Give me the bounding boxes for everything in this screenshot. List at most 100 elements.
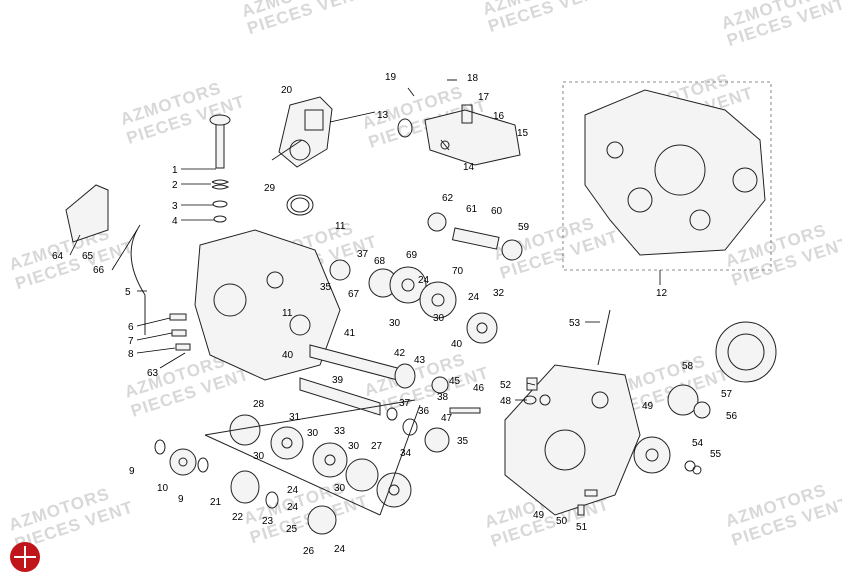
callout-35b: 35: [457, 436, 469, 447]
callout-70: 70: [452, 266, 464, 277]
callout-47: 47: [441, 413, 453, 424]
callout-30e: 30: [348, 441, 360, 452]
callout-67: 67: [348, 289, 360, 300]
callout-10: 10: [157, 483, 169, 494]
callout-58: 58: [682, 361, 694, 372]
part-washer-4: [213, 215, 227, 223]
callout-42: 42: [394, 348, 406, 359]
callout-30c: 30: [307, 428, 319, 439]
callout-68: 68: [374, 256, 386, 267]
leader: [329, 111, 376, 123]
part-clutch: [633, 321, 777, 475]
callout-5: 5: [125, 287, 131, 298]
callout-31: 31: [289, 412, 301, 423]
part-gears-upper: [329, 259, 498, 344]
callout-48: 48: [500, 396, 512, 407]
watermark: AZMOTORS PIECES VENT: [719, 0, 842, 50]
callout-32: 32: [493, 288, 505, 299]
callout-55: 55: [710, 449, 722, 460]
callout-57: 57: [721, 389, 733, 400]
callout-29: 29: [264, 183, 276, 194]
part-clamp-29: [286, 194, 314, 216]
callout-37b: 37: [399, 398, 411, 409]
callout-36: 36: [418, 406, 430, 417]
callout-11: 11: [335, 221, 346, 232]
callout-6: 6: [128, 322, 134, 333]
part-spring-2: [211, 179, 230, 190]
callout-52: 52: [500, 380, 512, 391]
callout-17: 17: [478, 92, 490, 103]
callout-53: 53: [569, 318, 581, 329]
watermark: AZMOTORS PIECES VENT: [723, 480, 842, 550]
callout-64: 64: [52, 251, 64, 262]
part-washer-3: [212, 200, 228, 208]
callout-15: 15: [517, 128, 529, 139]
callout-27: 27: [371, 441, 383, 452]
callout-11b: 11: [282, 308, 293, 319]
callout-21: 21: [210, 497, 222, 508]
callout-35a: 35: [320, 282, 332, 293]
callouts: 1 2 3 4 5 6 7 8 9 9 10 11 11 12 13 14 15…: [52, 72, 738, 557]
part-stud-53: [597, 309, 611, 366]
callout-51: 51: [576, 522, 588, 533]
callout-30f: 30: [334, 483, 346, 494]
part-shaft-1: [209, 114, 231, 169]
callout-25: 25: [286, 524, 298, 535]
callout-19: 19: [385, 72, 397, 83]
part-bearings: [386, 376, 450, 453]
brand-logo: [10, 542, 40, 572]
part-shaft-61: [427, 212, 523, 261]
callout-49b: 49: [533, 510, 545, 521]
callout-41: 41: [344, 328, 356, 339]
callout-49a: 49: [642, 401, 654, 412]
part-shaft-39: [299, 377, 381, 416]
callout-24c: 24: [334, 544, 346, 555]
part-intake-13-18: [397, 79, 521, 166]
part-crankcase-12: [584, 89, 766, 256]
callout-30d: 30: [253, 451, 265, 462]
callout-24a: 24: [287, 485, 299, 496]
callout-56: 56: [726, 411, 738, 422]
callout-30b: 30: [433, 313, 445, 324]
watermark: AZMOTORS PIECES VENT: [480, 0, 609, 36]
part-gears-lower: [229, 414, 412, 535]
part-rod-66: [130, 224, 146, 335]
part-sprocket-10: [154, 439, 209, 476]
callout-18: 18: [467, 73, 479, 84]
callout-30a: 30: [389, 318, 401, 329]
callout-9: 9: [129, 466, 135, 477]
callout-20: 20: [281, 85, 293, 96]
callout-40a: 40: [282, 350, 294, 361]
callout-12: 12: [656, 288, 668, 299]
callout-8: 8: [128, 349, 134, 360]
callout-50: 50: [556, 516, 568, 527]
callout-2: 2: [172, 180, 178, 191]
callout-54: 54: [692, 438, 704, 449]
leader-lines: [69, 168, 661, 401]
callout-24b: 24: [287, 502, 299, 513]
callout-28: 28: [253, 399, 265, 410]
callout-46: 46: [473, 383, 485, 394]
shaft-plane-lines: [204, 399, 421, 516]
callout-26: 26: [303, 546, 315, 557]
callout-40b: 40: [451, 339, 463, 350]
callout-43: 43: [414, 355, 426, 366]
part-bolt-46: [449, 407, 481, 414]
part-hub-21: [230, 470, 279, 509]
callout-1: 1: [172, 165, 178, 176]
callout-60: 60: [491, 206, 503, 217]
crankcase-box: [562, 81, 772, 271]
callout-59: 59: [518, 222, 530, 233]
callout-14: 14: [463, 162, 475, 173]
callout-9b: 9: [178, 494, 184, 505]
callout-33: 33: [334, 426, 346, 437]
callout-3: 3: [172, 201, 178, 212]
callout-4: 4: [172, 216, 178, 227]
part-cover-64: [65, 184, 109, 243]
callout-39: 39: [332, 375, 344, 386]
callout-24d: 24: [418, 275, 430, 286]
callout-23: 23: [262, 516, 274, 527]
callout-22: 22: [232, 512, 244, 523]
